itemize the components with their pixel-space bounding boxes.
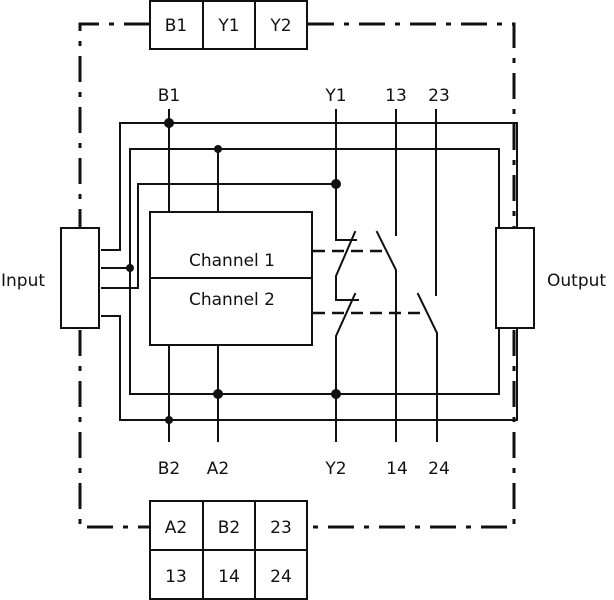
output-label: Output: [547, 271, 606, 291]
terminal-24: 24: [270, 567, 292, 587]
input-connector: Input: [1, 227, 100, 329]
terminal-23: 23: [270, 518, 292, 538]
terminal-13: 13: [165, 567, 187, 587]
pin-label-14: 14: [386, 459, 408, 479]
pin-label-y1: Y1: [324, 86, 346, 106]
enclosure-boundary: [78, 22, 516, 529]
junction-dots: [126, 118, 341, 424]
pin-label-13: 13: [385, 86, 407, 106]
output-connector: Output: [495, 227, 606, 329]
pin-label-23: 23: [428, 86, 450, 106]
terminal-b1: B1: [165, 16, 187, 36]
input-block: [60, 227, 100, 329]
pin-label-b1: B1: [158, 86, 180, 106]
terminal-14: 14: [218, 567, 240, 587]
input-label: Input: [1, 271, 45, 291]
terminal-y1: Y1: [217, 16, 239, 36]
bottom-terminal-block: A2 B2 23 13 14 24: [149, 500, 308, 600]
pin-label-y2: Y2: [324, 459, 346, 479]
top-terminal-frame: [149, 0, 308, 50]
terminal-a2: A2: [165, 518, 187, 538]
channel-block: Channel 1 Channel 2: [149, 211, 313, 346]
pin-label-24: 24: [428, 459, 450, 479]
pin-label-b2: B2: [158, 459, 180, 479]
pin-label-a2: A2: [207, 459, 229, 479]
channel-2-label: Channel 2: [189, 290, 275, 310]
terminal-b2: B2: [218, 518, 240, 538]
channel-1-label: Channel 1: [189, 251, 275, 271]
output-block: [495, 227, 535, 329]
terminal-y2: Y2: [269, 16, 291, 36]
top-terminal-block: B1 Y1 Y2: [149, 0, 308, 50]
